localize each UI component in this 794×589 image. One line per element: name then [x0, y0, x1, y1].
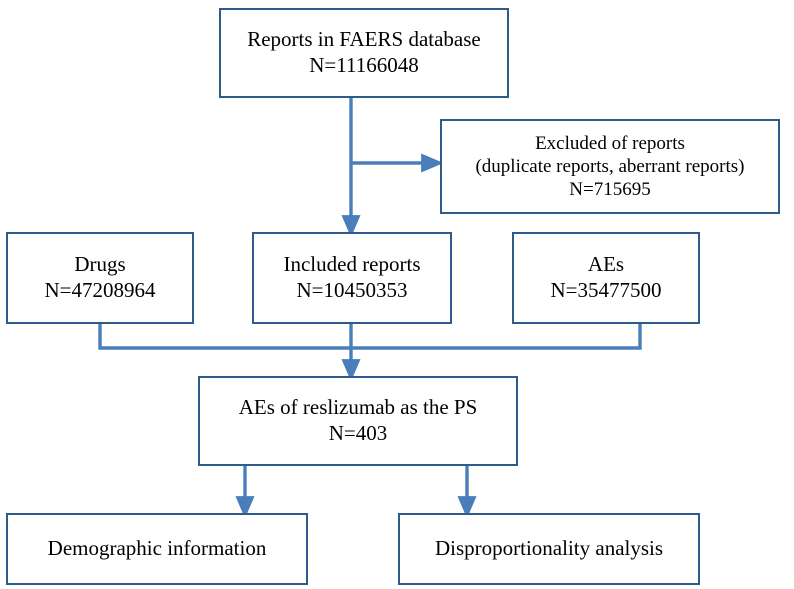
- node-adverse-events: AEs N=35477500: [512, 232, 700, 324]
- node-source-reports: Reports in FAERS database N=11166048: [219, 8, 509, 98]
- node-included-reports: Included reports N=10450353: [252, 232, 452, 324]
- node-excluded-line3: N=715695: [569, 179, 651, 201]
- node-demographic-information: Demographic information: [6, 513, 308, 585]
- node-dispro-line1: Disproportionality analysis: [434, 536, 664, 561]
- node-drugs: Drugs N=47208964: [6, 232, 194, 324]
- node-drugs-line2: N=47208964: [44, 278, 156, 302]
- node-included-line2: N=10450353: [296, 278, 408, 302]
- node-demographic-line1: Demographic information: [47, 536, 267, 561]
- edge-aes-to-bus: [351, 324, 642, 350]
- node-source-line1: Reports in FAERS database: [247, 27, 481, 52]
- node-excluded-reports: Excluded of reports (duplicate reports, …: [440, 119, 780, 214]
- node-excluded-line1: Excluded of reports: [535, 132, 685, 154]
- node-source-line2: N=11166048: [309, 53, 419, 77]
- node-drugs-line1: Drugs: [74, 252, 126, 277]
- node-aes-reslizumab-primary-suspect: AEs of reslizumab as the PS N=403: [198, 376, 518, 466]
- node-aes-line1: AEs: [587, 252, 625, 277]
- node-ps-line1: AEs of reslizumab as the PS: [238, 395, 478, 420]
- node-ps-line2: N=403: [328, 421, 388, 445]
- node-excluded-line2: (duplicate reports, aberrant reports): [475, 155, 745, 177]
- node-aes-line2: N=35477500: [550, 278, 662, 302]
- edge-drugs-to-bus: [98, 324, 351, 350]
- node-disproportionality-analysis: Disproportionality analysis: [398, 513, 700, 585]
- node-included-line1: Included reports: [283, 252, 421, 277]
